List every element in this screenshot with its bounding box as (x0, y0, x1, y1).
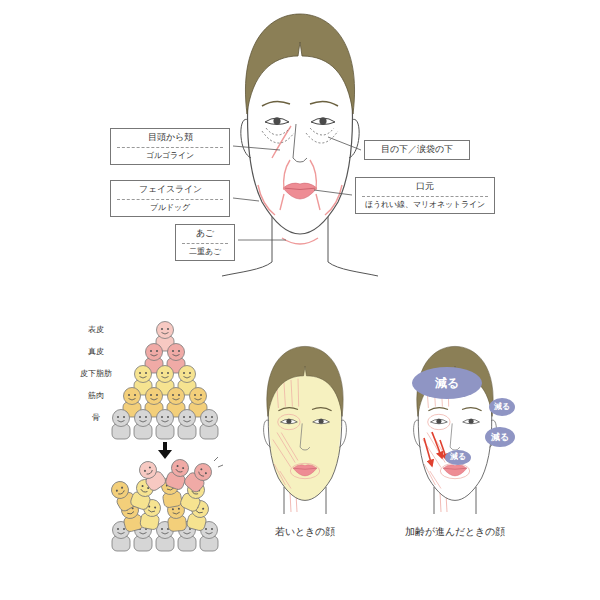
face-top (222, 14, 378, 276)
condition-name: ゴルゴライン (117, 147, 223, 161)
region-name: あご (182, 228, 228, 240)
down-arrow (158, 442, 172, 459)
callout-box: 口元ほうれい線、マリオネットライン (355, 177, 495, 214)
decrease-blob: 減る (485, 427, 515, 447)
decrease-blob: 減る (412, 367, 482, 399)
callout-box: 目の下／涙袋の下 (364, 140, 470, 160)
face-caption: 若いときの顔 (275, 526, 335, 537)
decrease-blob: 減る (445, 450, 471, 465)
face-young (264, 346, 347, 514)
callout-box: フェイスラインブルドッグ (110, 180, 230, 217)
condition-name: ブルドッグ (117, 199, 223, 213)
collapsed-pile (108, 457, 223, 551)
blob-text: 減る (435, 377, 459, 389)
layer-label: 表皮 (88, 325, 104, 335)
blob-text: 減る (491, 433, 509, 442)
layer-pyramid (112, 322, 218, 440)
blob-text: 減る (494, 403, 510, 411)
layer-label: 筋肉 (88, 391, 104, 401)
callout-box: あご二重あご (175, 224, 235, 261)
condition-name: 二重あご (182, 243, 228, 257)
region-name: フェイスライン (117, 184, 223, 196)
region-name: 目頭から頬 (117, 132, 223, 144)
region-name: 目の下／涙袋の下 (371, 144, 463, 156)
layer-label: 骨 (92, 413, 100, 423)
blob-text: 減る (450, 453, 466, 461)
layer-label: 真皮 (88, 347, 104, 357)
condition-name: ほうれい線、マリオネットライン (362, 196, 488, 210)
layer-label: 皮下脂肪 (80, 369, 112, 379)
region-name: 口元 (362, 181, 488, 193)
face-caption: 加齢が進んだときの顔 (405, 526, 505, 537)
decrease-blob: 減る (489, 398, 515, 416)
callout-box: 目頭から頬ゴルゴライン (110, 128, 230, 165)
leader-lines (233, 137, 361, 240)
